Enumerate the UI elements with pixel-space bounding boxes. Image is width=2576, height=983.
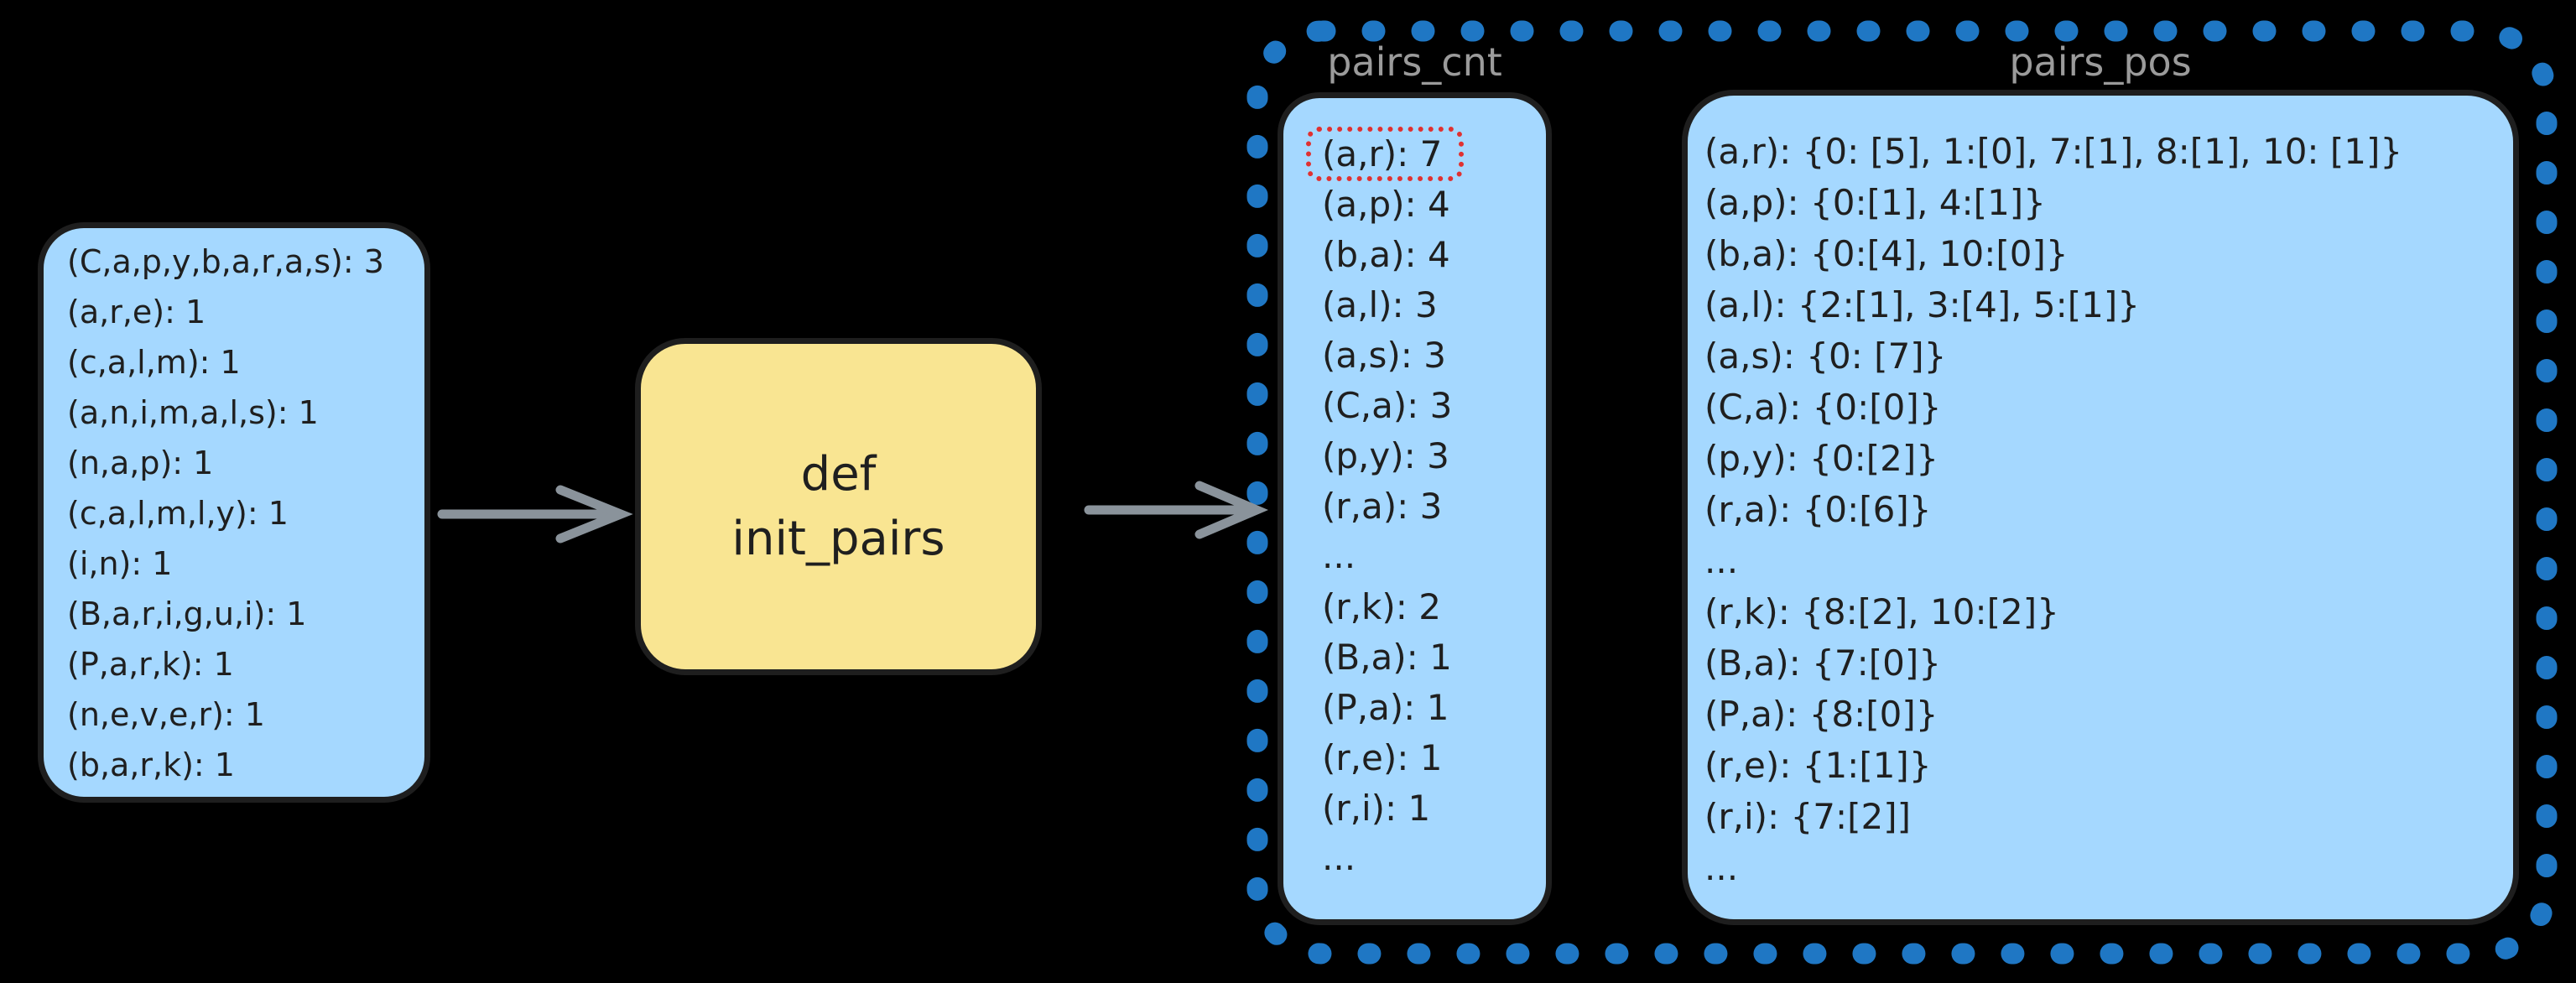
pair-count-text: (P,a): 1: [1322, 686, 1449, 728]
pair-pos-text: (a,p): {0:[1], 4:[1]}: [1704, 182, 2046, 223]
pair-pos-row: (r,e): {1:[1]}: [1704, 740, 2505, 791]
pair-pos-ellipsis: ...: [1704, 842, 2505, 893]
pair-pos-row: (a,s): {0: [7]}: [1704, 330, 2505, 382]
pair-count-row-highlighted: (a,r): 7: [1306, 126, 1539, 181]
word-count-text: (C,a,p,y,b,a,r,a,s): 3: [67, 243, 384, 280]
pair-pos-text: (b,a): {0:[4], 10:[0]}: [1704, 233, 2069, 274]
pair-count-row: (B,a): 1: [1322, 632, 1539, 682]
function-name: init_pairs: [731, 512, 945, 566]
word-count-row: (i,n): 1: [67, 538, 416, 589]
word-count-row: (B,a,r,i,g,u,i): 1: [67, 589, 416, 639]
word-count-row: (c,a,l,m,l,y): 1: [67, 488, 416, 538]
pair-count-ellipsis: ...: [1322, 833, 1539, 883]
word-count-text: (b,a,r,k): 1: [67, 746, 235, 783]
pair-count-text: (a,p): 4: [1322, 183, 1450, 225]
word-count-row: (n,a,p): 1: [67, 438, 416, 488]
pair-pos-text: (a,r): {0: [5], 1:[0], 7:[1], 8:[1], 10:…: [1704, 131, 2403, 172]
pair-count-row: (C,a): 3: [1322, 380, 1539, 430]
pair-pos-row: (b,a): {0:[4], 10:[0]}: [1704, 228, 2505, 279]
pair-pos-text: (C,a): {0:[0]}: [1704, 387, 1942, 428]
pair-count-row: (r,k): 2: [1322, 581, 1539, 632]
pair-count-text: (r,e): 1: [1322, 736, 1443, 778]
pair-count-row: (p,y): 3: [1322, 430, 1539, 481]
pair-pos-row: (B,a): {7:[0]}: [1704, 637, 2505, 689]
pair-count-text: (C,a): 3: [1322, 384, 1453, 426]
pair-count-text: (r,i): 1: [1322, 787, 1431, 829]
pair-count-ellipsis: ...: [1322, 531, 1539, 581]
ellipsis-text: ...: [1322, 837, 1356, 878]
pair-pos-text: (r,k): {8:[2], 10:[2]}: [1704, 591, 2059, 632]
pair-pos-text: (r,i): {7:[2]]: [1704, 796, 1912, 837]
pairs-cnt-box: (a,r): 7 (a,p): 4 (b,a): 4 (a,l): 3 (a,s…: [1278, 92, 1552, 925]
function-keyword: def: [800, 447, 877, 502]
pairs-pos-box: (a,r): {0: [5], 1:[0], 7:[1], 8:[1], 10:…: [1682, 90, 2519, 925]
word-count-row: (a,n,i,m,a,l,s): 1: [67, 387, 416, 438]
pair-count-row: (b,a): 4: [1322, 229, 1539, 279]
pair-count-text: (B,a): 1: [1322, 636, 1452, 678]
pair-count-row: (r,e): 1: [1322, 732, 1539, 783]
pair-pos-row: (p,y): {0:[2]}: [1704, 433, 2505, 484]
pair-pos-row: (a,r): {0: [5], 1:[0], 7:[1], 8:[1], 10:…: [1704, 126, 2505, 177]
pair-count-row: (a,p): 4: [1322, 179, 1539, 229]
pair-pos-text: (r,e): {1:[1]}: [1704, 745, 1932, 786]
pair-count-text: (a,l): 3: [1322, 283, 1438, 325]
word-count-row: (P,a,r,k): 1: [67, 639, 416, 689]
pairs-cnt-label: pairs_cnt: [1327, 39, 1502, 85]
pair-pos-row: (P,a): {8:[0]}: [1704, 689, 2505, 740]
word-count-row: (n,e,v,e,r): 1: [67, 689, 416, 740]
word-count-text: (n,a,p): 1: [67, 445, 214, 481]
pair-pos-row: (C,a): {0:[0]}: [1704, 382, 2505, 433]
word-count-text: (a,n,i,m,a,l,s): 1: [67, 394, 319, 431]
word-count-row: (c,a,l,m): 1: [67, 337, 416, 387]
pair-count-text: (a,s): 3: [1322, 334, 1446, 376]
pairs-pos-label: pairs_pos: [2009, 39, 2192, 85]
pair-count-text: (p,y): 3: [1322, 434, 1449, 476]
pair-count-row: (a,s): 3: [1322, 330, 1539, 380]
pair-count-text: (r,k): 2: [1322, 585, 1441, 627]
ellipsis-text: ...: [1704, 540, 1739, 581]
pair-count-row: (r,a): 3: [1322, 481, 1539, 531]
word-count-text: (n,e,v,e,r): 1: [67, 696, 265, 733]
pair-pos-row: (r,k): {8:[2], 10:[2]}: [1704, 586, 2505, 637]
highlighted-pair-count: (a,r): 7: [1306, 126, 1465, 181]
word-count-text: (P,a,r,k): 1: [67, 646, 234, 683]
word-count-text: (c,a,l,m,l,y): 1: [67, 495, 289, 532]
ellipsis-text: ...: [1322, 535, 1356, 576]
pair-pos-text: (P,a): {8:[0]}: [1704, 694, 1939, 735]
arrow-input-to-function: [437, 485, 633, 544]
word-count-row: (a,r,e): 1: [67, 287, 416, 337]
word-count-row: (C,a,p,y,b,a,r,a,s): 3: [67, 237, 416, 287]
pair-pos-text: (p,y): {0:[2]}: [1704, 438, 1939, 479]
word-count-text: (a,r,e): 1: [67, 294, 206, 330]
arrow-function-to-outputs: [1084, 481, 1269, 539]
pair-pos-row: (r,i): {7:[2]]: [1704, 791, 2505, 842]
word-count-text: (B,a,r,i,g,u,i): 1: [67, 596, 307, 632]
word-count-text: (c,a,l,m): 1: [67, 344, 241, 381]
word-count-text: (i,n): 1: [67, 545, 173, 582]
pair-count-text: (b,a): 4: [1322, 233, 1450, 275]
pair-pos-row: (r,a): {0:[6]}: [1704, 484, 2505, 535]
pair-count-row: (P,a): 1: [1322, 682, 1539, 732]
pair-count-row: (r,i): 1: [1322, 783, 1539, 833]
pair-pos-text: (B,a): {7:[0]}: [1704, 642, 1941, 684]
pair-count-row: (a,l): 3: [1322, 279, 1539, 330]
pair-pos-text: (a,l): {2:[1], 3:[4], 5:[1]}: [1704, 284, 2140, 325]
pair-pos-ellipsis: ...: [1704, 535, 2505, 586]
pair-pos-text: (a,s): {0: [7]}: [1704, 335, 1947, 377]
word-counts-box: (C,a,p,y,b,a,r,a,s): 3 (a,r,e): 1 (c,a,l…: [38, 222, 430, 803]
pair-pos-row: (a,l): {2:[1], 3:[4], 5:[1]}: [1704, 279, 2505, 330]
pair-pos-row: (a,p): {0:[1], 4:[1]}: [1704, 177, 2505, 228]
word-count-row: (b,a,r,k): 1: [67, 740, 416, 790]
ellipsis-text: ...: [1704, 847, 1739, 888]
pair-count-text: (r,a): 3: [1322, 485, 1443, 527]
pair-pos-text: (r,a): {0:[6]}: [1704, 489, 1932, 530]
init-pairs-function-box: def init_pairs: [635, 338, 1042, 675]
